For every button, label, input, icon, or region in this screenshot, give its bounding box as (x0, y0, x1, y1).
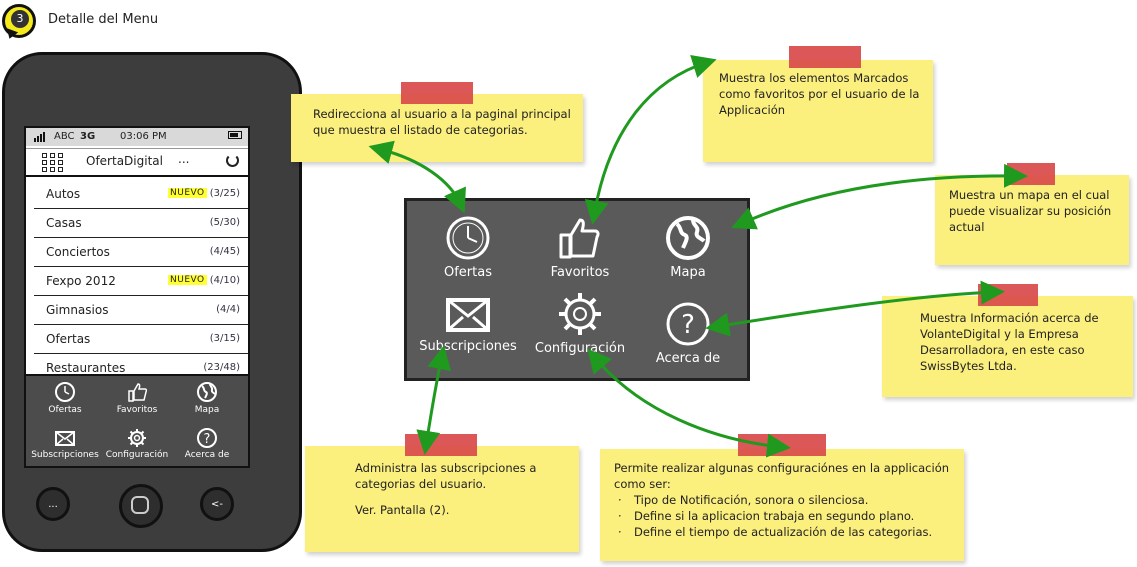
category-label: Ofertas (46, 332, 91, 346)
note-favoritos: Muestra los elementos Marcados como favo… (703, 46, 933, 162)
category-count: (23/48) (203, 362, 240, 373)
note-text: Redirecciona al usuario a la paginal pri… (313, 107, 571, 137)
tape (789, 46, 861, 68)
menu-item-label: Ofertas (444, 265, 492, 280)
phone-menu-label: Subscripciones (31, 450, 99, 460)
phone-menu-mapa[interactable]: Mapa (172, 381, 242, 415)
step-number: 3 (11, 10, 29, 28)
battery-icon (228, 131, 242, 139)
clock-icon (55, 382, 75, 402)
page-title: Detalle del Menu (48, 12, 159, 27)
note-text: Muestra los elementos Marcados como favo… (719, 71, 920, 117)
category-label: Autos (46, 187, 81, 201)
phone-back-button[interactable]: <- (200, 487, 234, 521)
category-count: (5/30) (209, 217, 240, 228)
phone-menu-label: Ofertas (48, 405, 82, 415)
app-title-overflow: ... (178, 152, 190, 166)
note-configuracion: Permite realizar algunas configuraciónes… (600, 434, 964, 561)
phone-home-button[interactable] (119, 484, 163, 528)
menu-item-configuracion[interactable]: Configuración (525, 291, 635, 356)
gear-icon (559, 293, 601, 335)
category-label: Gimnasios (46, 303, 109, 317)
status-bar: ABC 3G 03:06 PM (26, 128, 248, 146)
clock-icon (446, 216, 490, 260)
arrow-favoritos (584, 54, 717, 225)
clock-label: 03:06 PM (120, 131, 167, 142)
note-list-item: Define si la aplicacion trabaja en segun… (618, 508, 954, 524)
svg-text:?: ? (681, 310, 695, 340)
menu-item-label: Mapa (670, 265, 706, 280)
carrier-label: ABC (54, 131, 75, 142)
phone-menu-acerca[interactable]: ? Acerca de (172, 428, 242, 460)
note-list-item: Tipo de Notificación, sonora o silencios… (618, 492, 954, 508)
phone-menu-overlay: Ofertas Favoritos Mapa Subscripciones Co… (24, 374, 250, 468)
menu-item-label: Favoritos (550, 265, 610, 280)
help-icon: ? (197, 428, 217, 448)
category-count: (4/45) (209, 246, 240, 257)
arrow-mapa (731, 163, 1028, 230)
category-count: (3/15) (209, 333, 240, 344)
phone-menu-ofertas[interactable]: Ofertas (30, 381, 100, 415)
list-item[interactable]: Ofertas (3/15) (34, 325, 248, 354)
envelope-icon (446, 298, 490, 332)
signal-icon (34, 131, 48, 142)
arrow-configuracion (587, 348, 791, 458)
thumbs-up-icon (559, 218, 600, 259)
note-text-ref: Ver. Pantalla (2). (355, 503, 450, 517)
new-badge: NUEVO (168, 275, 207, 285)
menu-item-favoritos[interactable]: Favoritos (525, 215, 635, 280)
note-text: Administra las subscripciones a categori… (355, 461, 537, 491)
app-bar: OfertaDigital ... (26, 148, 248, 177)
note-text: Permite realizar algunas configuraciónes… (614, 461, 950, 491)
list-item[interactable]: Autos NUEVO(3/25) (34, 180, 248, 209)
category-label: Conciertos (46, 245, 110, 259)
list-item[interactable]: Casas (5/30) (34, 209, 248, 238)
svg-text:?: ? (204, 432, 211, 447)
phone-menu-label: Favoritos (116, 405, 158, 415)
note-list-item: Define el tiempo de actualización de las… (618, 524, 954, 540)
list-item[interactable]: Gimnasios (4/4) (34, 296, 248, 325)
menu-item-ofertas[interactable]: Ofertas (413, 215, 523, 280)
list-item[interactable]: Fexpo 2012 NUEVO(4/10) (34, 267, 248, 296)
arrow-ofertas (368, 140, 466, 214)
list-item[interactable]: Conciertos (4/45) (34, 238, 248, 267)
category-label: Casas (46, 216, 82, 230)
grid-menu-icon[interactable] (42, 153, 64, 172)
phone-menu-configuracion[interactable]: Configuración (102, 428, 172, 460)
new-badge: NUEVO (168, 188, 207, 198)
arrow-acerca (705, 280, 1005, 337)
thumbs-up-icon (128, 383, 148, 402)
envelope-icon (55, 431, 75, 446)
note-subscripciones: Administra las subscripciones a categori… (305, 434, 579, 552)
step-badge: 3 (2, 4, 36, 38)
phone-menu-label: Mapa (194, 405, 220, 415)
category-label: Fexpo 2012 (46, 274, 116, 288)
note-list: Tipo de Notificación, sonora o silencios… (614, 492, 954, 540)
refresh-icon[interactable] (226, 154, 239, 167)
phone-menu-label: Configuración (105, 450, 169, 460)
menu-item-mapa[interactable]: Mapa (633, 215, 743, 280)
phone-menu-label: Acerca de (184, 450, 230, 460)
phone-menu-subscripciones[interactable]: Subscripciones (30, 428, 100, 460)
category-count: (4/4) (216, 304, 240, 315)
tape (401, 82, 473, 104)
app-title: OfertaDigital (86, 154, 163, 168)
network-label: 3G (80, 131, 96, 142)
arrow-subscripciones (416, 345, 452, 455)
phone-menu-favoritos[interactable]: Favoritos (102, 381, 172, 415)
gear-icon (128, 429, 146, 447)
category-count: (4/10) (209, 275, 240, 286)
category-label: Restaurantes (46, 361, 126, 375)
category-count: (3/25) (209, 188, 240, 199)
phone-menu-button[interactable]: ... (36, 487, 70, 521)
globe-icon (197, 382, 217, 402)
menu-item-subscripciones[interactable]: Subscripciones (413, 295, 523, 354)
